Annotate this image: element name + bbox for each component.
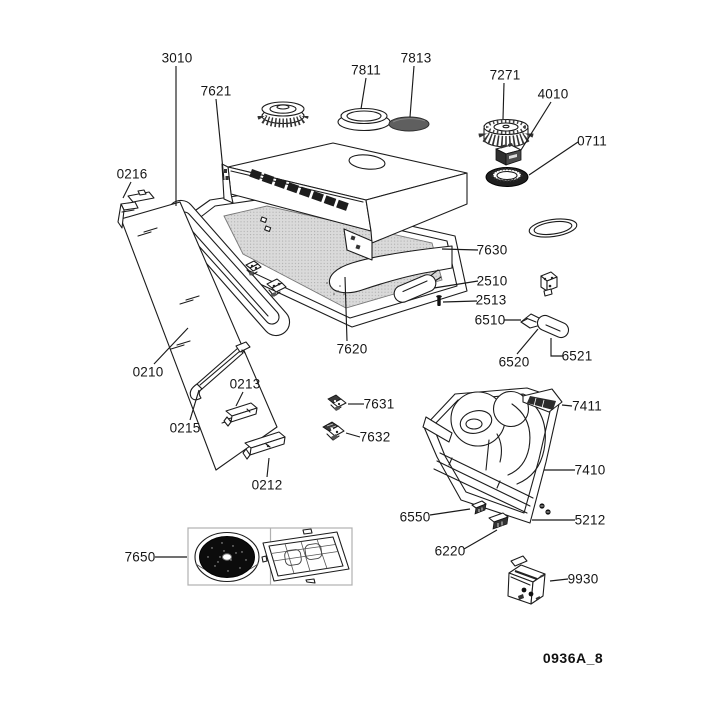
leader-line-7811 <box>360 77 367 110</box>
blower-wheel-7271 <box>478 118 534 148</box>
leader-line-7271 <box>502 82 505 120</box>
leader-line-0711 <box>528 141 579 176</box>
clip-7631 <box>327 394 347 411</box>
filter-kit-7650 <box>187 527 353 586</box>
leader-line-9930 <box>549 578 569 582</box>
oval-gasket <box>528 218 578 238</box>
charcoal-filter <box>194 531 260 583</box>
end-cap-0212 <box>242 431 286 460</box>
leader-line-7630 <box>441 248 479 251</box>
clip-7632 <box>322 421 345 441</box>
pin-2513 <box>436 295 442 306</box>
round-cover-7811 <box>337 107 391 132</box>
leader-line-7632 <box>345 432 361 438</box>
handle-bar-0215 <box>189 341 251 401</box>
leader-line-6520 <box>516 328 539 355</box>
leader-line-7620 <box>344 276 348 342</box>
leader-line-6220 <box>463 529 498 550</box>
mesh-speckles <box>326 282 345 295</box>
motor-block-4010 <box>495 143 522 166</box>
leader-line-7411 <box>561 404 573 407</box>
leader-line-7621 <box>215 98 225 181</box>
leader-line-0213 <box>235 391 244 407</box>
leader-line-2513 <box>442 300 478 303</box>
end-cap-0213 <box>223 402 258 427</box>
dark-disc-7813 <box>388 116 430 132</box>
leader-line-6550 <box>429 508 471 516</box>
capacitor-box-9930 <box>507 555 546 605</box>
leader-line-2510 <box>433 280 479 289</box>
lamp-housing-6521 <box>536 314 570 339</box>
plate-handle-recess <box>328 245 453 294</box>
leader-line-4010 <box>520 101 552 151</box>
canopy-vent-hole <box>348 154 386 170</box>
leader-line-0215 <box>189 389 200 421</box>
leader-line-6521 <box>550 338 563 357</box>
hood-canopy-7621 <box>221 142 468 261</box>
pull-handle-2510 <box>393 269 442 303</box>
wedge-6550 <box>471 500 487 515</box>
screws-5212 <box>539 503 551 515</box>
bracket-7411 <box>522 388 563 413</box>
ribbed-cap <box>257 101 309 128</box>
front-strip-3010 <box>166 199 291 337</box>
canopy-corner-post <box>343 228 373 261</box>
grease-filter <box>261 528 350 584</box>
leader-line-7813 <box>409 65 415 118</box>
lamp-assembly <box>520 313 570 339</box>
bracket-0216 <box>117 189 155 229</box>
leader-line-0216 <box>122 181 132 199</box>
wedge-6220 <box>488 512 509 530</box>
strip-clip-a <box>245 260 262 276</box>
retaining-clip <box>540 271 558 297</box>
ring-0711 <box>485 167 529 187</box>
leader-line-0212 <box>266 457 270 478</box>
canopy-grille-slots <box>249 169 349 211</box>
strip-clip-b <box>266 278 287 298</box>
leader-line-0210 <box>153 327 189 365</box>
fan-housing-7410 <box>422 387 563 524</box>
